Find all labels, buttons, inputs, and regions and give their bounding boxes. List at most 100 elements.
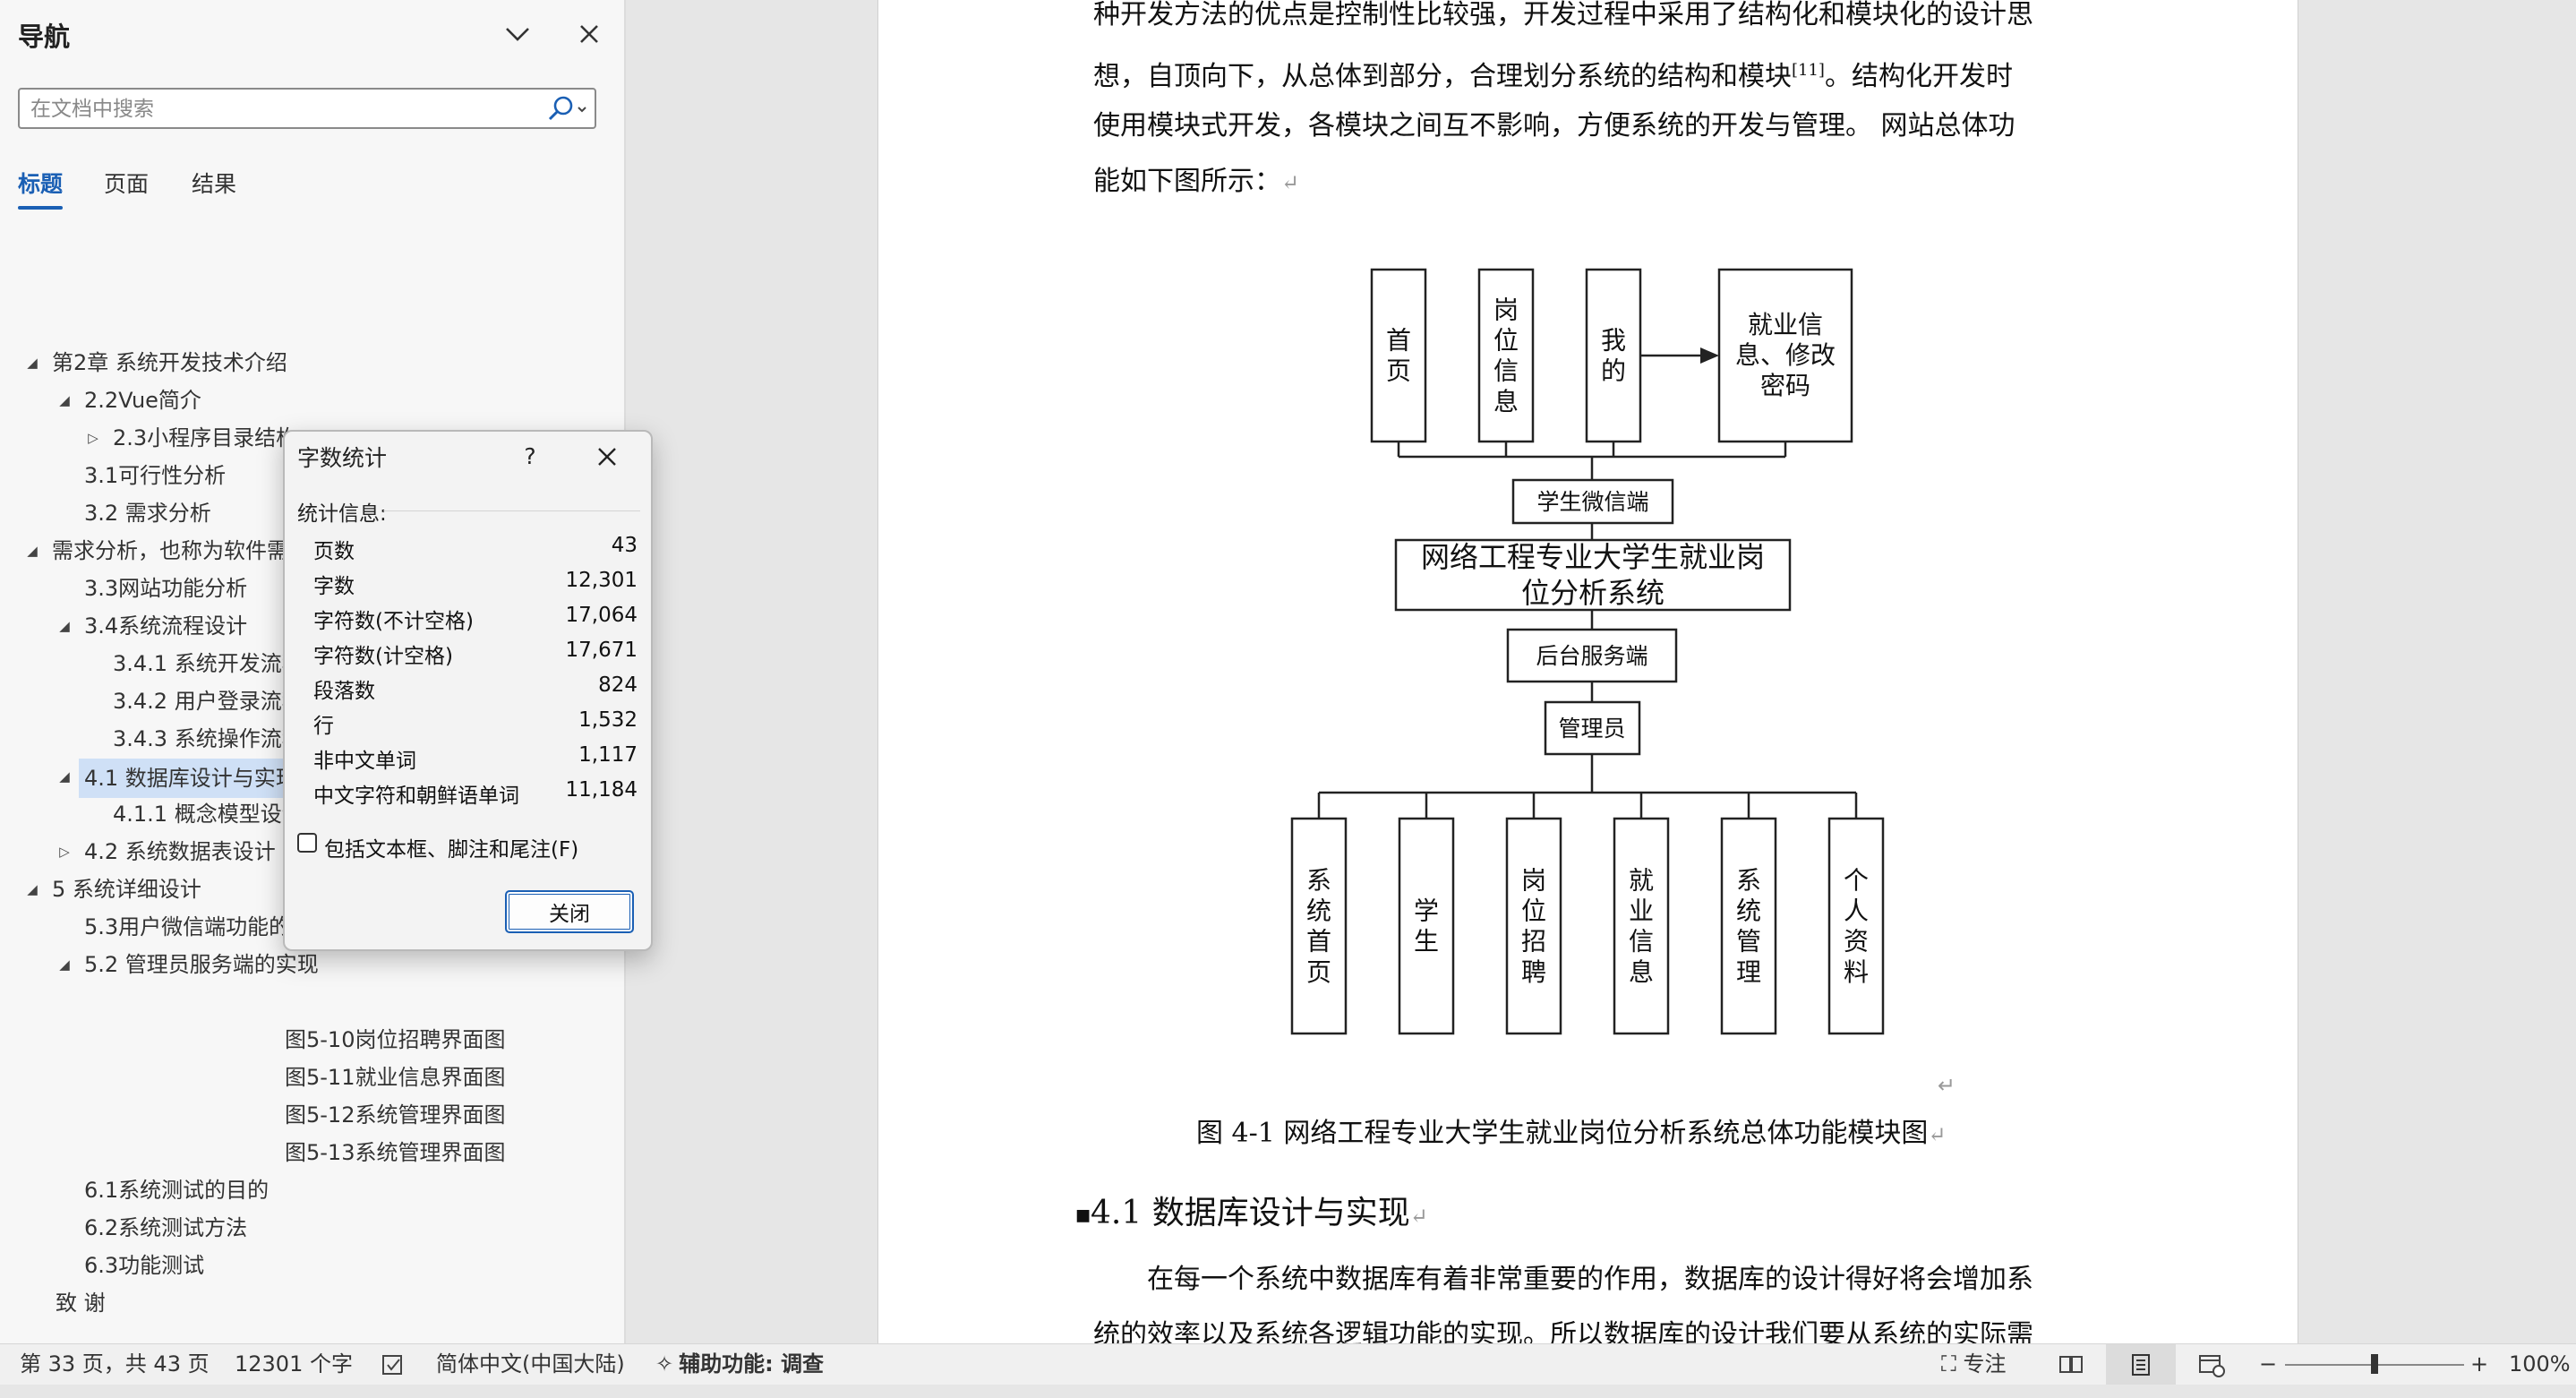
search-input[interactable] — [29, 95, 543, 124]
nav-title: 导航 — [18, 21, 71, 52]
diagram-box-char: 的 — [1601, 356, 1626, 386]
outline-item-label: 2.2Vue简介 — [84, 388, 201, 413]
diagram-module-box — [1505, 817, 1562, 1035]
collapsed-triangle-icon[interactable]: ▷ — [59, 844, 70, 860]
paragraph-mark: ↵ — [1409, 1204, 1428, 1229]
stat-label: 行 — [313, 715, 334, 738]
paragraph-mark: ↵ — [1928, 1122, 1947, 1147]
outline-item-label: 图5-13系统管理界面图 — [285, 1140, 506, 1165]
include-textboxes-label[interactable]: 包括文本框、脚注和尾注(F) — [324, 838, 579, 862]
word-count[interactable]: 12301 个字 — [235, 1351, 353, 1377]
diagram-box-char: 我 — [1601, 325, 1626, 355]
outline-item[interactable]: ◢需求分析，也称为软件需 — [0, 533, 624, 569]
outline-item[interactable]: 3.4.3 系统操作流程 — [0, 721, 624, 757]
print-layout-icon[interactable] — [2106, 1344, 2176, 1385]
diagram-client-box — [1511, 478, 1674, 525]
outline-item[interactable]: 4.1.1 概念模型设计 — [0, 796, 624, 832]
help-button[interactable]: ? — [524, 443, 536, 469]
diagram-admin-text: 管理员 — [1558, 716, 1625, 742]
outline-item[interactable]: ◢第2章 系统开发技术介绍 — [0, 345, 624, 381]
outline-item-label: 致 谢 — [56, 1291, 106, 1316]
outline-item-label: 4.1 数据库设计与实现 — [79, 759, 303, 798]
zoom-thumb[interactable] — [2371, 1354, 2378, 1374]
chevron-down-icon[interactable] — [498, 16, 537, 52]
proofing-icon[interactable] — [380, 1344, 410, 1385]
citation[interactable]: [11] — [1792, 61, 1825, 80]
stat-value: 12,301 — [565, 569, 638, 592]
outline-item-label: 图5-12系统管理界面图 — [285, 1102, 506, 1128]
divider — [383, 510, 640, 511]
expanded-triangle-icon[interactable]: ◢ — [27, 881, 38, 897]
read-mode-icon[interactable] — [2053, 1344, 2089, 1385]
diagram-box-char: 系 — [1736, 865, 1761, 895]
outline-item[interactable]: 6.2系统测试方法 — [0, 1210, 624, 1246]
diagram-box-char: 页 — [1306, 957, 1331, 987]
expanded-triangle-icon[interactable]: ◢ — [59, 392, 70, 408]
tab-pages[interactable]: 页面 — [104, 171, 150, 197]
collapsed-triangle-icon[interactable]: ▷ — [88, 430, 98, 446]
focus-mode[interactable]: ⛶ 专注 — [1941, 1344, 2006, 1385]
outline-item[interactable]: 致 谢 — [0, 1285, 624, 1321]
web-layout-icon[interactable] — [2194, 1344, 2229, 1385]
stat-label: 字数 — [313, 575, 355, 598]
outline-item[interactable]: ▷4.2 系统数据表设计 — [0, 834, 624, 870]
page-count[interactable]: 第 33 页，共 43 页 — [20, 1351, 210, 1377]
outline-item-label: 3.3网站功能分析 — [84, 576, 248, 601]
close-button[interactable]: 关闭 — [505, 890, 634, 933]
expanded-triangle-icon[interactable]: ◢ — [59, 956, 70, 973]
outline-item[interactable]: 3.4.1 系统开发流程 — [0, 646, 624, 682]
outline-item[interactable]: 6.1系统测试的目的 — [0, 1172, 624, 1208]
focus-icon: ⛶ — [1941, 1351, 1956, 1377]
stat-label: 中文字符和朝鲜语单词 — [313, 785, 519, 808]
outline-item[interactable]: 3.1可行性分析 — [0, 458, 624, 493]
outline-item[interactable]: 6.3功能测试 — [0, 1248, 624, 1283]
outline-item-label: 3.4.1 系统开发流程 — [113, 651, 304, 676]
dialog-title: 字数统计 — [297, 445, 388, 471]
outline-item[interactable]: ▷ 2.3小程序目录结构 — [0, 420, 624, 456]
diagram-box-char: 位 — [1493, 325, 1519, 355]
outline-item[interactable]: 3.2 需求分析 — [0, 495, 624, 531]
expanded-triangle-icon[interactable]: ◢ — [59, 618, 70, 634]
outline-item[interactable]: ◢5.2 管理员服务端的实现 — [0, 947, 624, 982]
outline-item-label: 5 系统详细设计 — [52, 877, 201, 902]
outline-item[interactable]: 图5-11就业信息界面图 — [0, 1059, 624, 1095]
outline-item[interactable]: 3.4.2 用户登录流程 — [0, 683, 624, 719]
include-textboxes-checkbox[interactable] — [297, 833, 317, 853]
status-bar: 第 33 页，共 43 页 12301 个字 简体中文(中国大陆) ✧辅助功能:… — [0, 1343, 2576, 1385]
zoom-in-button[interactable]: + — [2469, 1351, 2489, 1377]
diagram-box-char: 统 — [1736, 896, 1761, 925]
zoom-slider[interactable] — [2285, 1344, 2464, 1385]
outline-item[interactable]: 图5-12系统管理界面图 — [0, 1097, 624, 1133]
accessibility[interactable]: ✧辅助功能: 调查 — [655, 1344, 824, 1385]
close-icon[interactable] — [569, 16, 609, 52]
search-box — [18, 88, 596, 129]
document-page[interactable]: 种开发方法的优点是控制性比较强，开发过程中采用了结构化和模块化的设计思 想，自顶… — [877, 0, 2298, 1343]
diagram-module-box — [1398, 817, 1455, 1035]
zoom-out-button[interactable]: − — [2258, 1351, 2278, 1377]
close-icon[interactable] — [586, 439, 629, 475]
arrow-head-icon — [1700, 347, 1719, 364]
outline-item[interactable]: ◢3.4系统流程设计 — [0, 608, 624, 644]
expanded-triangle-icon[interactable]: ◢ — [59, 768, 70, 785]
tab-results[interactable]: 结果 — [192, 171, 237, 197]
stat-label: 字符数(计空格) — [313, 645, 453, 668]
outline-item-label: 2.3小程序目录结构 — [113, 425, 298, 450]
tab-headings[interactable]: 标题 — [18, 167, 64, 210]
outline-item[interactable]: 图5-10岗位招聘界面图 — [0, 1022, 624, 1058]
expanded-triangle-icon[interactable]: ◢ — [27, 543, 38, 559]
expanded-triangle-icon[interactable]: ◢ — [27, 355, 38, 371]
section-heading: ■4.1 数据库设计与实现↵ — [1075, 1187, 1428, 1233]
stat-value: 1,532 — [578, 708, 638, 732]
outline-item[interactable]: 3.3网站功能分析 — [0, 570, 624, 606]
outline-item[interactable]: ◢ 5 系统详细设计 — [0, 871, 624, 907]
outline-item[interactable]: ◢ 4.1 数据库设计与实现 — [0, 759, 624, 798]
paragraph-mark: ↵ — [1281, 170, 1300, 195]
language[interactable]: 简体中文(中国大陆) — [436, 1351, 625, 1377]
outline-item[interactable]: ◢ 2.2Vue简介 — [0, 382, 624, 418]
diagram-box-char: 岗 — [1521, 865, 1546, 895]
search-icon[interactable] — [543, 94, 591, 124]
outline-item[interactable]: 图5-13系统管理界面图 — [0, 1135, 624, 1171]
zoom-level[interactable]: 100% — [2509, 1351, 2571, 1377]
stat-label: 页数 — [313, 540, 355, 563]
